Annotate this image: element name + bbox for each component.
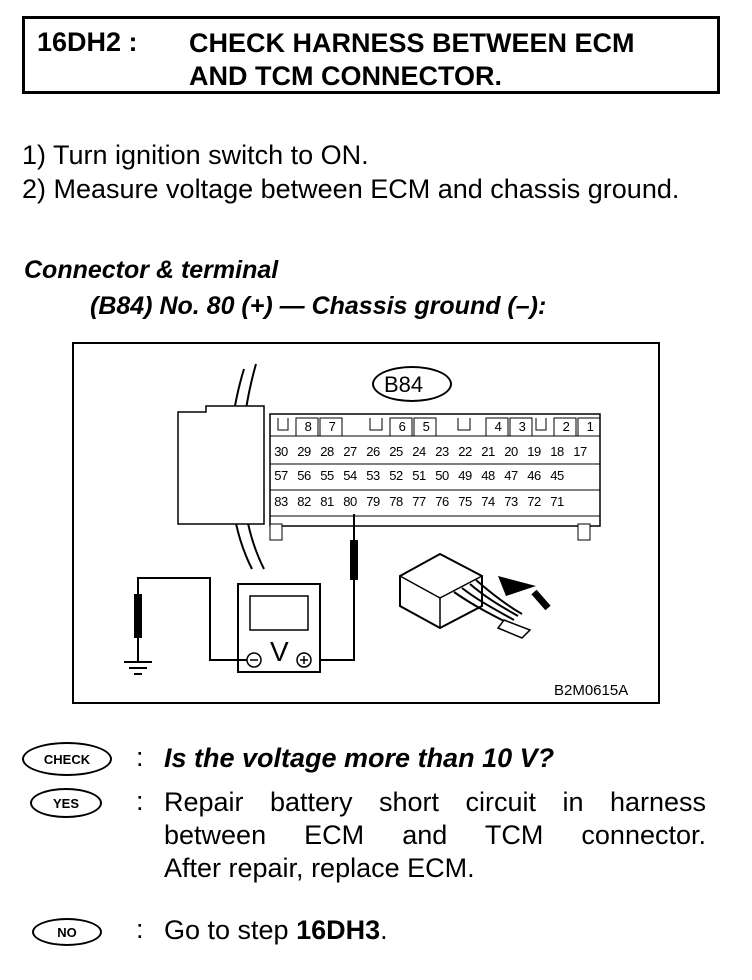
pin-49: 49 <box>458 468 472 483</box>
pin-30: 30 <box>274 444 288 459</box>
pin-46: 46 <box>527 468 541 483</box>
pin-45: 45 <box>550 468 564 483</box>
yes-colon: : <box>136 786 144 816</box>
no-action-prefix: Go to step <box>164 915 297 945</box>
pin-47: 47 <box>504 468 518 483</box>
pin-77: 77 <box>412 494 426 509</box>
pin-19: 19 <box>527 444 541 459</box>
pin-6: 6 <box>398 419 406 434</box>
title-line-1: CHECK HARNESS BETWEEN ECM <box>189 28 635 58</box>
yes-action-line-1: Repair battery short circuit in harness <box>164 787 706 817</box>
yes-action-line-2: between ECM and TCM connector. <box>164 820 706 850</box>
pin-7: 7 <box>328 419 336 434</box>
no-badge: NO <box>32 918 102 946</box>
pin-81: 81 <box>320 494 334 509</box>
pin-48: 48 <box>481 468 495 483</box>
connector-label: B84 <box>384 372 424 397</box>
wiring-diagram-svg <box>124 363 601 675</box>
pin-27: 27 <box>343 444 357 459</box>
title-box: 16DH2 : CHECK HARNESS BETWEEN ECM AND TC… <box>22 16 720 94</box>
yes-action-line-3: After repair, replace ECM. <box>164 853 475 883</box>
pin-51: 51 <box>412 468 426 483</box>
pin-52: 52 <box>389 468 403 483</box>
check-question: Is the voltage more than 10 V? <box>164 743 555 773</box>
pin-24: 24 <box>412 444 426 459</box>
instruction-step-1: 1) Turn ignition switch to ON. <box>22 140 369 170</box>
step-code: 16DH2 : <box>37 27 138 57</box>
pin-5: 5 <box>422 419 430 434</box>
pin-3: 3 <box>518 419 526 434</box>
pin-50: 50 <box>435 468 449 483</box>
pin-18: 18 <box>550 444 564 459</box>
pin-72: 72 <box>527 494 541 509</box>
no-action-suffix: . <box>380 915 388 945</box>
pin-28: 28 <box>320 444 334 459</box>
pin-80: 80 <box>343 494 357 509</box>
pin-21: 21 <box>481 444 495 459</box>
voltmeter-label: V <box>270 636 289 667</box>
pin-78: 78 <box>389 494 403 509</box>
next-step-link[interactable]: 16DH3 <box>296 915 381 945</box>
pin-57: 57 <box>274 468 288 483</box>
pin-20: 20 <box>504 444 518 459</box>
connector-label-oval <box>372 366 452 402</box>
pin-29: 29 <box>297 444 311 459</box>
pin-71: 71 <box>550 494 564 509</box>
pin-8: 8 <box>304 419 312 434</box>
instruction-step-2: 2) Measure voltage between ECM and chass… <box>22 174 680 204</box>
pin-83: 83 <box>274 494 288 509</box>
pin-17: 17 <box>573 444 587 459</box>
pin-82: 82 <box>297 494 311 509</box>
pin-25: 25 <box>389 444 403 459</box>
pin-73: 73 <box>504 494 518 509</box>
pin-1: 1 <box>586 419 594 434</box>
pin-26: 26 <box>366 444 380 459</box>
pin-23: 23 <box>435 444 449 459</box>
no-colon: : <box>136 914 144 944</box>
check-badge: CHECK <box>22 742 112 776</box>
figure-code: B2M0615A <box>554 682 629 699</box>
pin-2: 2 <box>562 419 570 434</box>
pin-4: 4 <box>494 419 502 434</box>
pin-54: 54 <box>343 468 357 483</box>
pin-53: 53 <box>366 468 380 483</box>
pin-55: 55 <box>320 468 334 483</box>
check-colon: : <box>136 742 144 772</box>
pin-56: 56 <box>297 468 311 483</box>
step-title: CHECK HARNESS BETWEEN ECM AND TCM CONNEC… <box>189 27 719 93</box>
pin-75: 75 <box>458 494 472 509</box>
yes-badge: YES <box>30 788 102 818</box>
pin-79: 79 <box>366 494 380 509</box>
title-line-2: AND TCM CONNECTOR. <box>189 61 502 91</box>
connector-terminal-spec: (B84) No. 80 (+) — Chassis ground (–): <box>90 292 547 320</box>
pin-22: 22 <box>458 444 472 459</box>
wiring-figure: 8 7 6 5 4 3 2 1 30 29 28 27 26 25 24 23 … <box>72 342 660 704</box>
connector-heading: Connector & terminal <box>24 256 279 284</box>
pin-76: 76 <box>435 494 449 509</box>
no-action: Go to step 16DH3. <box>164 914 388 947</box>
pin-74: 74 <box>481 494 495 509</box>
